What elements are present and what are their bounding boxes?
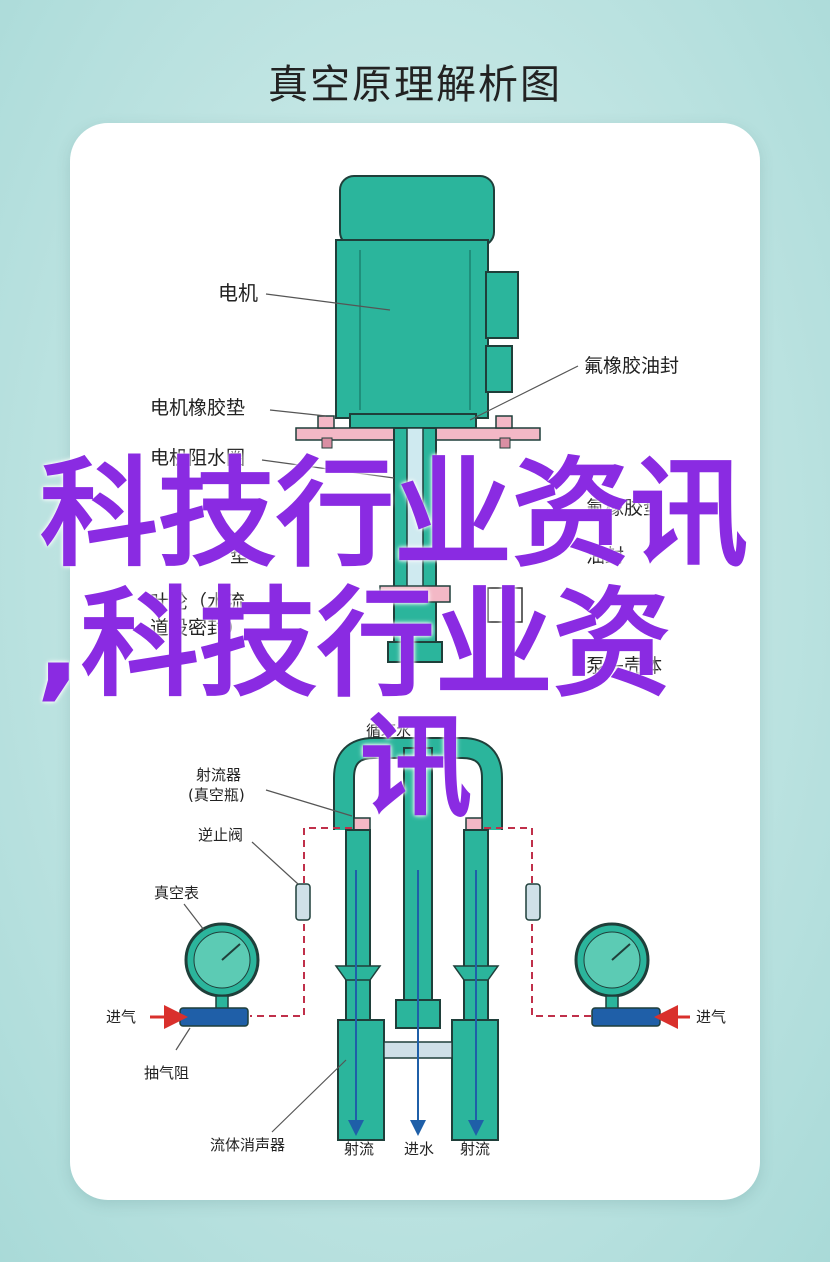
label-air-in-left: 进气 [106, 1008, 136, 1026]
watermark-line-1: 科技行业资讯 [40, 445, 749, 583]
air-lines [250, 827, 598, 1017]
watermark-line-3: 讯 [360, 703, 472, 833]
air-inlet-left [150, 1005, 249, 1029]
label-fluid-silencer: 流体消声器 [210, 1136, 285, 1154]
vacuum-gauge-icon [574, 922, 650, 1011]
label-air-in-right: 进气 [696, 1008, 726, 1026]
air-inlet-right [591, 1005, 690, 1029]
label-jet-right: 射流 [460, 1140, 490, 1158]
label-vacuum-gauge: 真空表 [154, 884, 199, 902]
watermark-line-2: ,科技行业资 [36, 575, 671, 713]
label-pump-head: 泵头壳体 [586, 655, 662, 677]
check-valve-left [295, 883, 311, 921]
label-seal: 油封 [586, 545, 624, 567]
motor [335, 175, 519, 429]
label-water-in: 进水 [404, 1140, 434, 1158]
leader-lines [175, 293, 579, 1133]
check-valve-right [525, 883, 541, 921]
label-motor: 电机 [218, 281, 258, 305]
label-rubber-gasket: 氟橡胶垫 [586, 497, 662, 519]
label-exhaust-resistor: 抽气阻 [144, 1064, 189, 1082]
label-jet-left: 射流 [344, 1140, 374, 1158]
label-oil-seal: 氟橡胶油封 [584, 355, 679, 377]
label-circulation: 循环水 [366, 722, 411, 740]
label-check-valve: 逆止阀 [198, 826, 243, 844]
label-pad: 垫 [230, 545, 249, 567]
vacuum-gauge-icon [184, 922, 260, 1011]
label-motor-gasket: 电机橡胶垫 [150, 397, 245, 419]
ejector-frame [333, 737, 503, 1141]
label-water-ring: 电机阻水圈 [150, 447, 245, 469]
label-ejector-2: (真空瓶) [188, 786, 245, 804]
page-title: 真空原理解析图 [268, 62, 562, 108]
label-impeller-2: 道设密封） [150, 617, 245, 639]
label-impeller-1: 叶轮（水流 [150, 591, 245, 613]
pump-shaft [379, 427, 523, 663]
label-ejector-1: 射流器 [196, 766, 241, 784]
